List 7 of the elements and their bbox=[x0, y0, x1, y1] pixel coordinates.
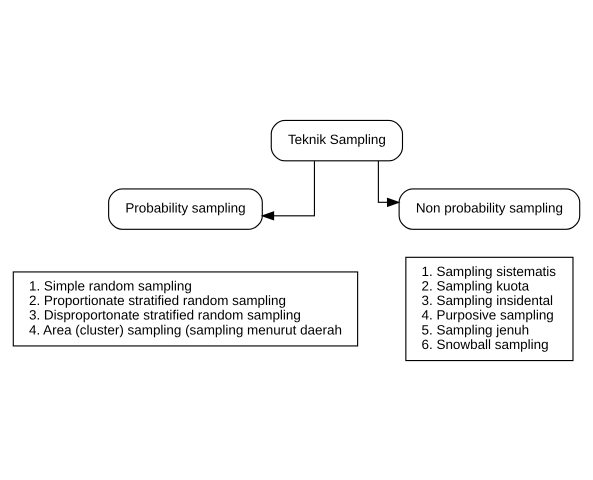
arrow bbox=[260, 160, 315, 220]
node-box: Probability sampling bbox=[108, 188, 263, 230]
arrow bbox=[378, 160, 400, 207]
node-box: Non probability sampling bbox=[398, 188, 580, 230]
node-box: 1. Simple random sampling 2. Proportionate stratified random sampling 3. Disproportonate stratified random sampling 4. Area (cluster) sampling (sampling menurut daerah bbox=[12, 270, 358, 346]
node-box: 1. Sampling sistematis 2. Sampling kuota 3. Sampling insidental 4. Purposive sampling 5. Sampling jenuh 6. Snowball sampling bbox=[405, 256, 574, 361]
node-box: Teknik Sampling bbox=[270, 119, 404, 161]
